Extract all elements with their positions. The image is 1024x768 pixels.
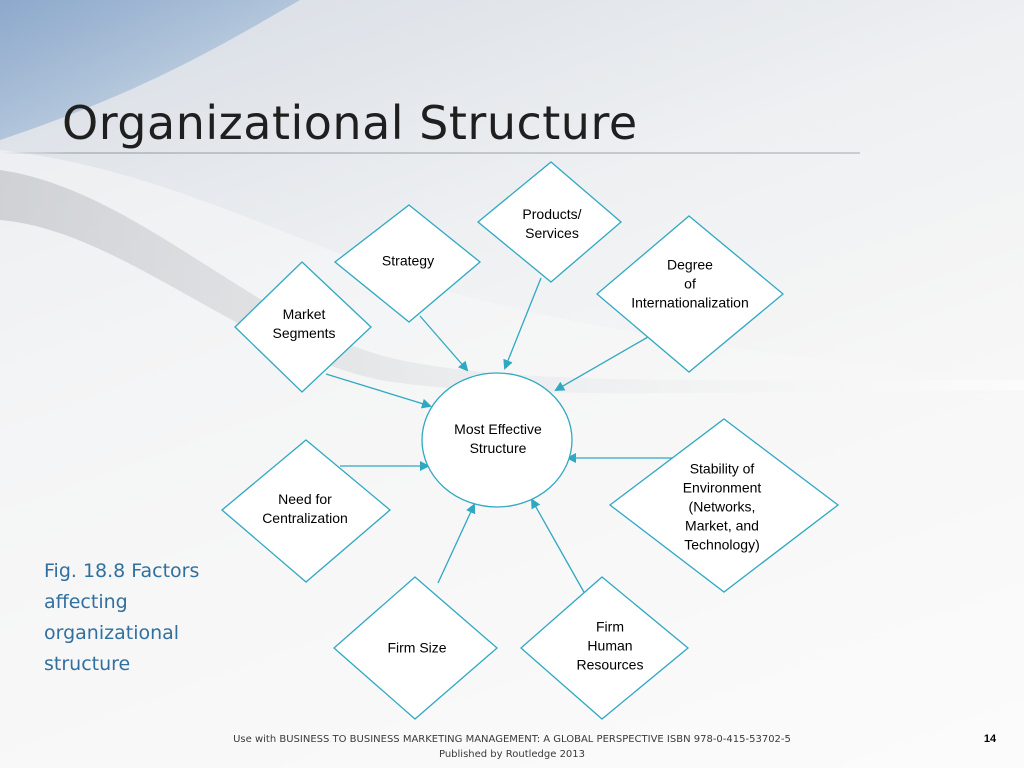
factor-label-products-services: Products/ Services bbox=[522, 206, 582, 241]
diamond-products-services bbox=[476, 161, 622, 283]
diamond-degree-of-internationalization bbox=[595, 215, 785, 373]
factor-label-market-segments: Market Segments bbox=[272, 306, 336, 341]
center-label: Most Effective Structure bbox=[454, 421, 542, 456]
title-divider bbox=[0, 152, 860, 154]
arrow-products-services bbox=[503, 277, 542, 370]
diamond-market-segments bbox=[234, 261, 372, 393]
diamond-strategy bbox=[333, 204, 482, 323]
arrow-strategy bbox=[419, 315, 469, 372]
figure-caption: Fig. 18.8 Factors affecting organization… bbox=[44, 560, 200, 675]
factor-label-firm-size: Firm Size bbox=[387, 639, 447, 656]
footer-publisher: Published by Routledge 2013 bbox=[438, 749, 586, 760]
center-circle bbox=[421, 372, 573, 508]
page-title: Organizational Structure bbox=[62, 96, 638, 150]
factor-label-strategy: Strategy bbox=[381, 252, 435, 269]
arrow-market-segments bbox=[325, 373, 432, 409]
diamond-firm-size bbox=[333, 576, 498, 720]
page-number: 14 bbox=[983, 733, 997, 745]
factor-label-need-for-centralization: Need for Centralization bbox=[262, 491, 348, 526]
factor-label-degree-of-internationalization: Degree of Internationalization bbox=[631, 256, 749, 311]
arrow-firm-human-resources bbox=[531, 498, 586, 595]
arrow-degree-of-internationalization bbox=[554, 336, 649, 391]
diamond-need-for-centralization bbox=[220, 439, 392, 583]
arrow-firm-size bbox=[437, 503, 476, 584]
factor-label-firm-human-resources: Firm Human Resources bbox=[576, 618, 644, 673]
footer-citation: Use with BUSINESS TO BUSINESS MARKETING … bbox=[233, 734, 791, 745]
footer: Use with BUSINESS TO BUSINESS MARKETING … bbox=[200, 732, 824, 762]
factor-label-stability-of-environment: Stability of Environment (Networks, Mark… bbox=[682, 460, 762, 553]
diamond-stability-of-environment bbox=[608, 418, 840, 593]
diamond-firm-human-resources bbox=[520, 576, 690, 720]
